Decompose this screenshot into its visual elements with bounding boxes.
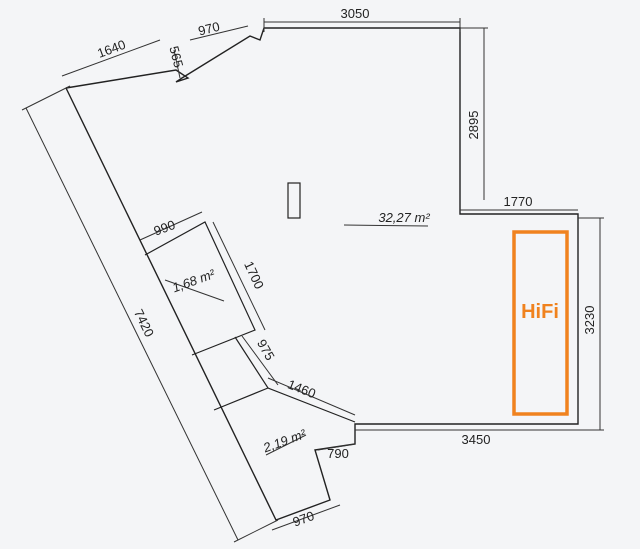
dim-notch-side: 565: [166, 44, 186, 69]
dim-small-790: 790: [327, 446, 349, 461]
closet-walls: [144, 221, 256, 356]
area-main: 32,27 m²: [378, 210, 430, 225]
dim-mid-975: 975: [254, 337, 278, 363]
dim-upper-left-wall: 1640: [95, 37, 127, 61]
dim-top-wall: 3050: [341, 6, 370, 21]
dim-bottom-970: 970: [291, 508, 317, 530]
dim-bottom-right: 3450: [462, 432, 491, 447]
room-outline: [65, 27, 579, 521]
area-small-room: 2,19 m²: [260, 426, 308, 456]
hifi-zone: [512, 230, 569, 416]
dim-right-upper: 2895: [466, 111, 481, 140]
dim-notch-top: 970: [197, 19, 222, 39]
column: [287, 182, 301, 219]
hifi-label: HiFi: [521, 301, 559, 323]
dim-diagonal-mid: 1460: [285, 376, 317, 401]
small-room-walls: [213, 387, 269, 411]
area-closet: 1,68 m²: [170, 266, 217, 295]
dim-closet-depth: 1700: [241, 259, 267, 292]
dim-closet-width: 990: [152, 217, 178, 239]
dim-left-diagonal: 7420: [131, 307, 157, 340]
dimension-lines: [21, 18, 604, 543]
dim-step-right: 1770: [504, 194, 533, 209]
dim-right-lower: 3230: [582, 306, 597, 335]
